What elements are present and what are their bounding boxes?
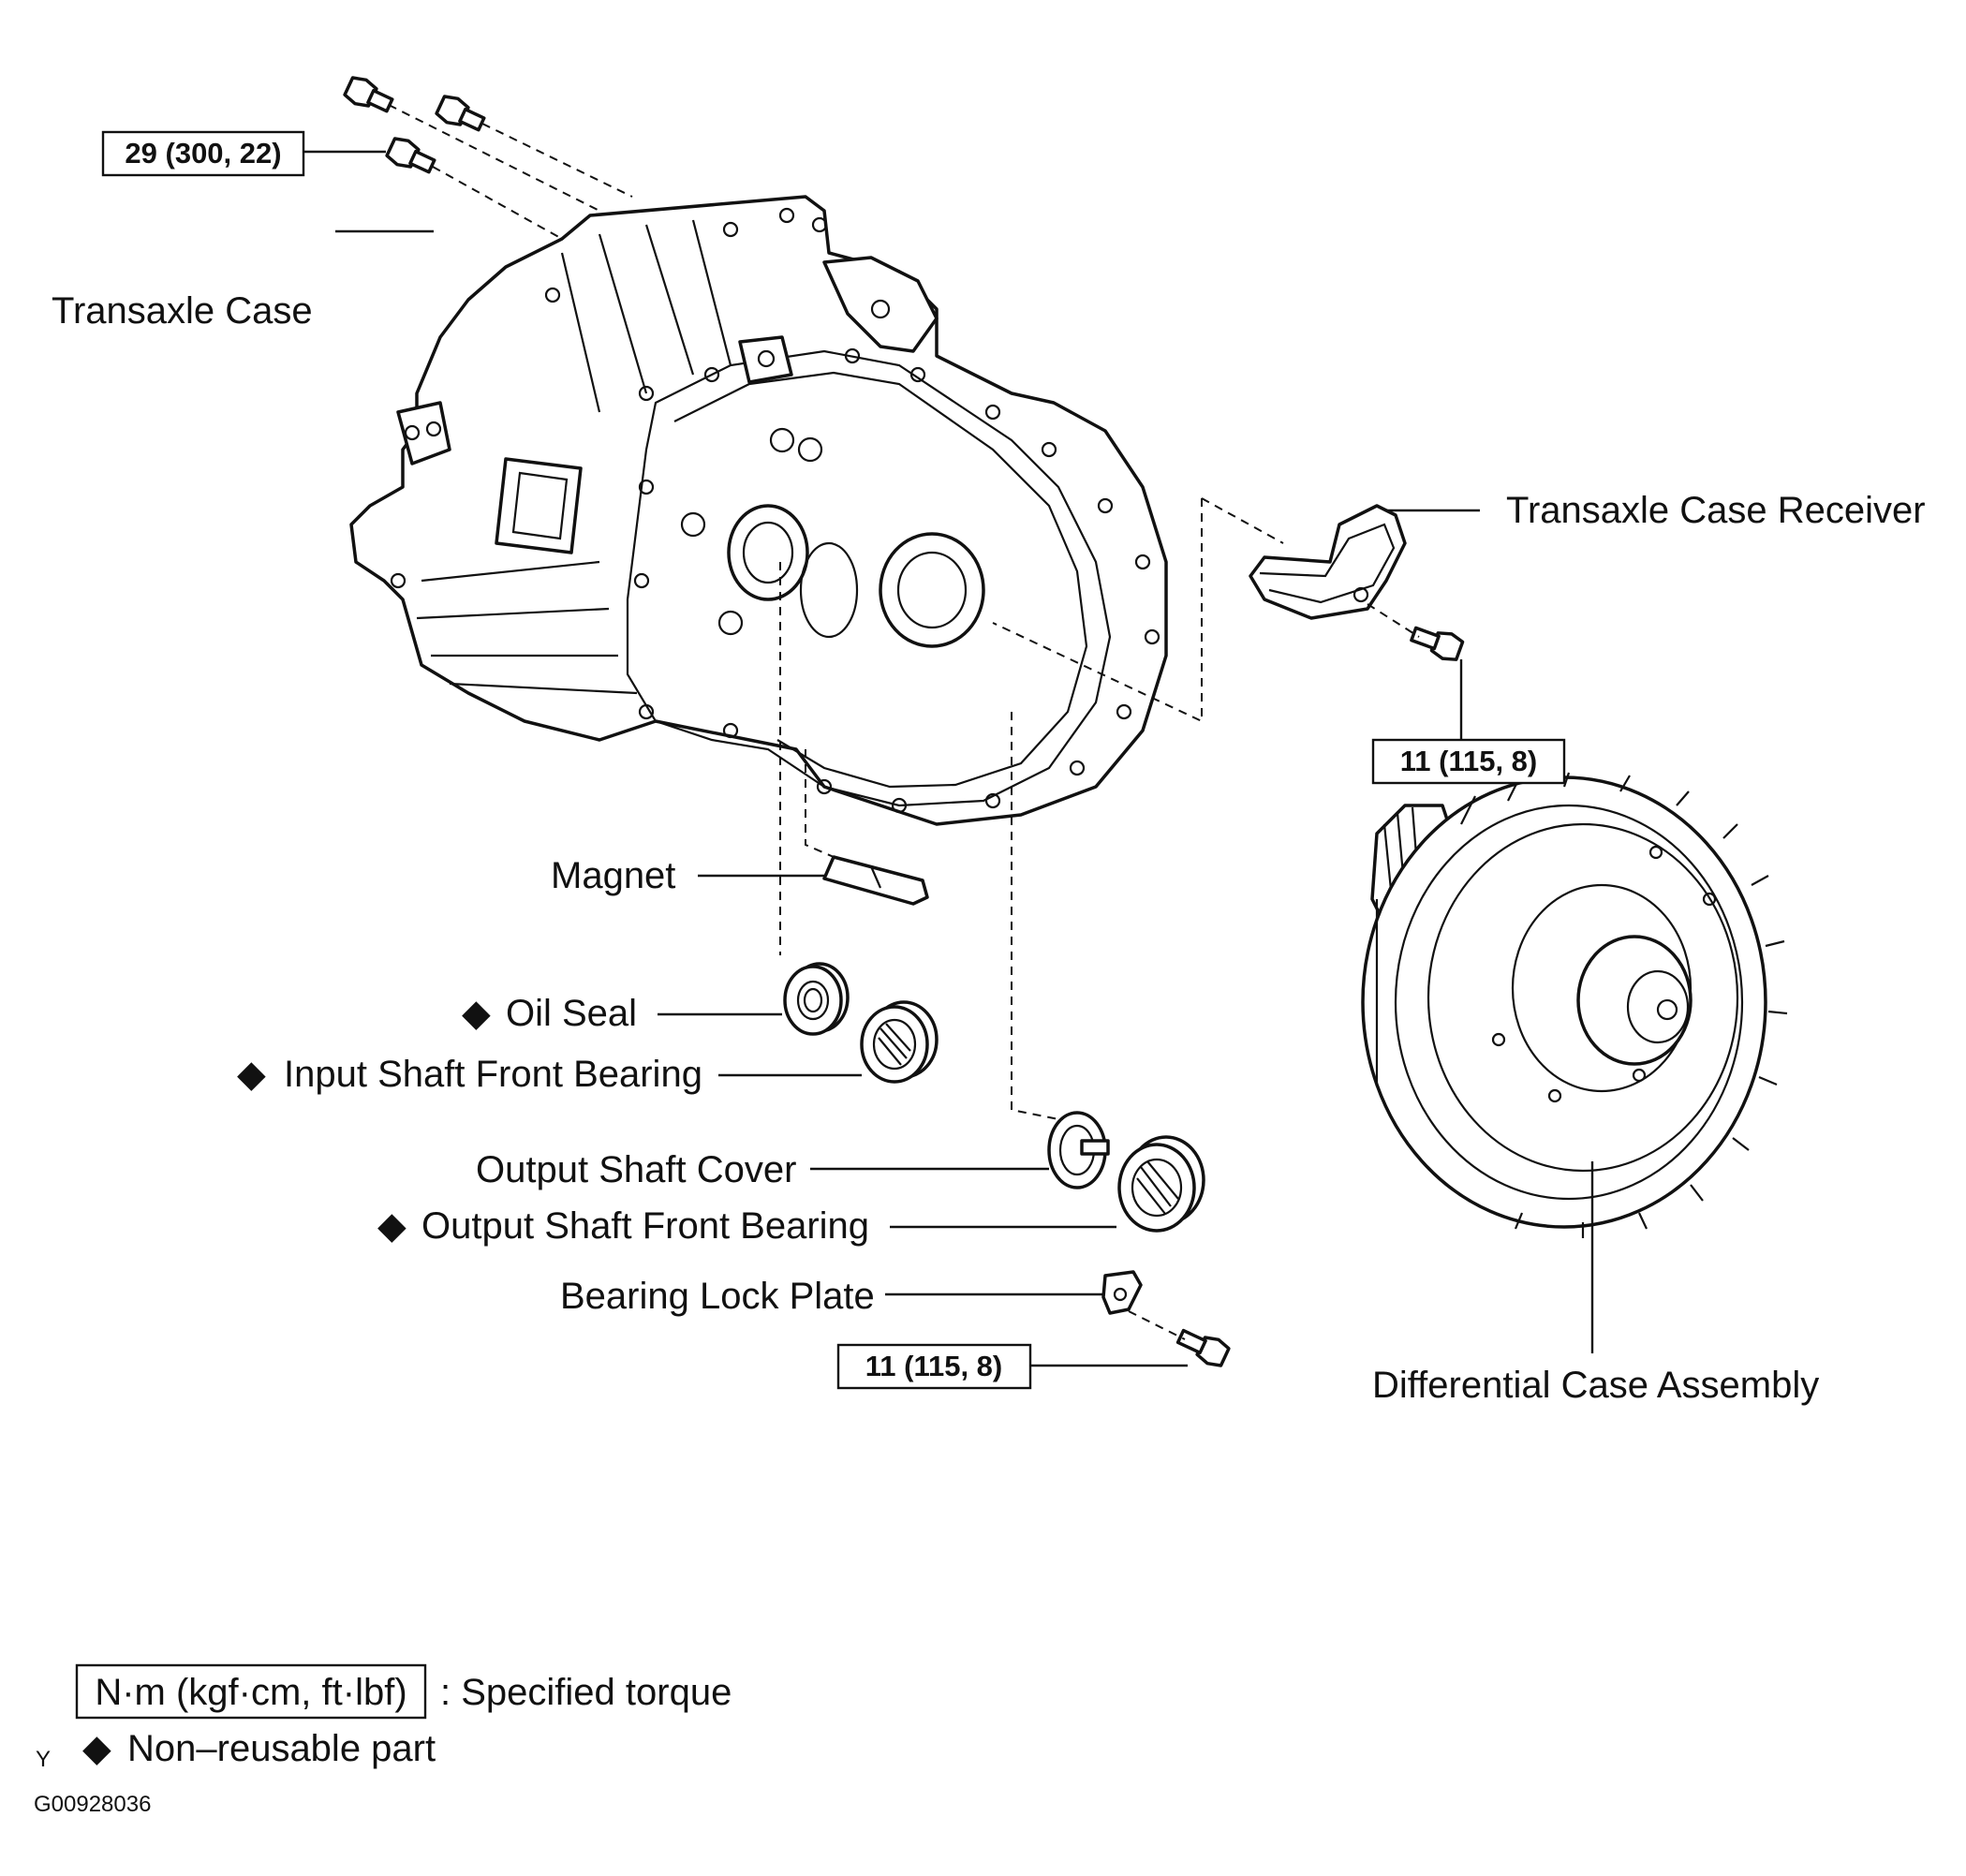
legend-torque-units: N·m (kgf·cm, ft·lbf) (95, 1672, 407, 1713)
legend-non-reusable-mark: ◆ (82, 1728, 111, 1769)
input-shaft-front-bearing-drawing (860, 1000, 939, 1084)
non-reusable-mark-input-bearing: ◆ (237, 1054, 266, 1095)
non-reusable-mark-oil-seal: ◆ (462, 993, 491, 1034)
output-shaft-front-bearing-drawing (1117, 1135, 1205, 1233)
legend-torque-desc: : Specified torque (440, 1672, 732, 1713)
legend-non-reusable-desc: Non–reusable part (127, 1728, 436, 1769)
case-bolts (343, 76, 633, 240)
torque-box-case-bolts (101, 130, 305, 177)
leader-lines (303, 150, 1594, 1367)
torque-lock-plate-bolt: 11 (115, 8) (865, 1350, 1003, 1382)
torque-receiver-bolt: 11 (115, 8) (1400, 745, 1538, 777)
torque-box-receiver-bolt (1371, 738, 1566, 785)
differential-case-assembly-drawing (1361, 772, 1788, 1238)
corner-mark: Y (36, 1747, 51, 1772)
label-output-shaft-front-bearing: Output Shaft Front Bearing (421, 1205, 869, 1247)
legend: N·m (kgf·cm, ft·lbf) : Specified torque … (34, 1663, 732, 1817)
bearing-lock-plate-drawing (1101, 1270, 1231, 1367)
legend-torque-box (75, 1663, 427, 1720)
torque-callouts: 29 (300, 22) 11 (115, 8) 11 (115, 8) (101, 130, 1566, 1390)
output-shaft-cover-drawing (1011, 712, 1110, 1189)
part-labels: Transaxle Case Transaxle Case Receiver M… (52, 290, 1926, 1406)
label-transaxle-case: Transaxle Case (52, 290, 313, 332)
figure-id: G00928036 (34, 1792, 151, 1817)
non-reusable-mark-output-bearing: ◆ (377, 1205, 407, 1247)
transaxle-case-receiver-drawing (992, 497, 1465, 723)
magnet-drawing (805, 749, 929, 906)
label-bearing-lock-plate: Bearing Lock Plate (560, 1276, 875, 1317)
torque-case-bolts: 29 (300, 22) (125, 137, 281, 170)
label-differential-case-assembly: Differential Case Assembly (1372, 1365, 1819, 1406)
transaxle-case-drawing (349, 195, 1168, 826)
label-magnet: Magnet (551, 855, 675, 896)
label-transaxle-case-receiver: Transaxle Case Receiver (1506, 490, 1926, 531)
label-output-shaft-cover: Output Shaft Cover (476, 1149, 796, 1190)
oil-seal-drawing (779, 562, 850, 1036)
torque-box-lock-plate-bolt (836, 1343, 1032, 1390)
label-input-shaft-front-bearing: Input Shaft Front Bearing (284, 1054, 702, 1095)
label-oil-seal: Oil Seal (506, 993, 637, 1034)
